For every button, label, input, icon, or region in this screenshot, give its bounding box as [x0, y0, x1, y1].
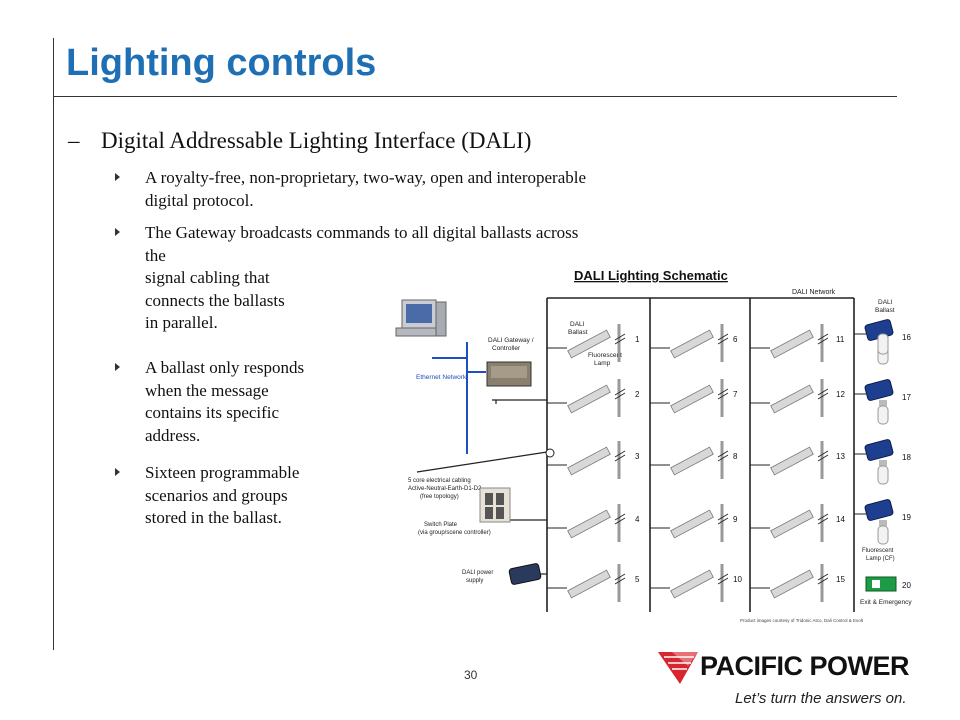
sub-bullet-2: The Gateway broadcasts commands to all d…	[115, 222, 578, 335]
schematic-title: DALI Lighting Schematic	[574, 268, 728, 283]
right-ballast-label-2: Ballast	[875, 307, 895, 314]
sub-bullet-4: Sixteen programmable scenarios and group…	[115, 462, 299, 530]
dali-schematic: DALI Lighting Schematic DALI Network Eth…	[395, 268, 912, 623]
exit-sign-icon	[865, 576, 897, 592]
fixture-number: 14	[836, 515, 845, 524]
ballast-fixture	[750, 441, 829, 479]
cf-ballast-icon	[854, 439, 894, 485]
ballast-fixture	[547, 564, 626, 602]
cabling-label-3: (free topology)	[420, 494, 459, 500]
ballast-fixture	[547, 324, 626, 362]
cf-label-2: Lamp (CF)	[866, 556, 895, 562]
fluorescent-label-1: Fluorescent	[588, 352, 622, 359]
fixture-number: 3	[635, 452, 640, 461]
arrow-bullet-icon	[115, 363, 120, 371]
title-underline	[53, 96, 897, 97]
cf-ballast-icon	[854, 499, 894, 545]
ballast-fixture	[750, 379, 829, 417]
main-bullet-text: Digital Addressable Lighting Interface (…	[101, 128, 532, 153]
arrow-bullet-icon	[115, 228, 120, 236]
ballast-label-1: DALI	[570, 321, 585, 328]
ballast-fixture	[650, 564, 729, 602]
arrow-bullet-icon	[115, 173, 120, 181]
computer-icon	[395, 299, 447, 337]
exit-label: Exit & Emergency	[860, 599, 912, 606]
left-rule	[53, 38, 54, 650]
dash-bullet-icon: –	[68, 128, 80, 153]
ballast-fixture	[547, 379, 626, 417]
fixture-number: 15	[836, 575, 845, 584]
page-number: 30	[464, 668, 478, 682]
switch-plate-icon	[479, 487, 511, 523]
fixture-number: 4	[635, 515, 640, 524]
ballast-fixture	[650, 379, 729, 417]
cf-lamp-icon	[877, 333, 889, 355]
credit-label: Product images courtesy of Tridonic Atco…	[740, 618, 864, 623]
network-label: DALI Network	[792, 289, 836, 296]
cabling-label-2: Active-Neutral-Earth-D1-D2	[408, 486, 482, 492]
ballast-fixture	[750, 564, 829, 602]
fixture-number: 18	[902, 453, 911, 462]
gateway-label-1: DALI Gateway /	[488, 337, 534, 344]
fixture-number: 8	[733, 452, 738, 461]
fixture-number: 13	[836, 452, 845, 461]
fixture-number: 17	[902, 393, 911, 402]
fixture-number: 16	[902, 333, 911, 342]
fixture-number: 10	[733, 575, 742, 584]
fluorescent-label-2: Lamp	[594, 360, 611, 367]
ballast-fixture	[547, 441, 626, 479]
switch-label-1: Switch Plate	[424, 522, 458, 528]
arrow-bullet-icon	[115, 468, 120, 476]
fixture-number: 6	[733, 335, 738, 344]
sub-bullet-3: A ballast only responds when the message…	[115, 357, 304, 447]
fixture-number: 11	[836, 335, 845, 344]
fixture-number: 9	[733, 515, 738, 524]
slide-title: Lighting controls	[66, 42, 377, 84]
fixture-number: 20	[902, 581, 911, 590]
gateway-label-2: Controller	[492, 345, 521, 352]
sub-bullet-1: A royalty-free, non-proprietary, two-way…	[115, 167, 586, 212]
fixture-grid	[547, 319, 894, 602]
ballast-label-2: Ballast	[568, 329, 588, 336]
power-label-1: DALI power	[462, 570, 493, 576]
pacific-power-logo-icon	[658, 652, 698, 684]
ballast-fixture	[650, 504, 729, 542]
fixture-number: 12	[836, 390, 845, 399]
gateway-icon	[486, 361, 532, 387]
fixture-number: 2	[635, 390, 640, 399]
switch-label-2: (via group/scene controller)	[418, 530, 491, 536]
power-label-2: supply	[466, 578, 483, 584]
ballast-fixture	[750, 504, 829, 542]
brand-name: PACIFIC POWER	[700, 651, 910, 681]
brand-tagline: Let’s turn the answers on.	[735, 690, 907, 707]
fixture-number: 7	[733, 390, 738, 399]
ethernet-lines	[432, 342, 486, 454]
ballast-fixture	[750, 324, 829, 362]
cf-label-1: Fluorescent	[862, 548, 894, 554]
ethernet-label: Ethernet Network	[416, 374, 467, 381]
ballast-fixture	[547, 504, 626, 542]
fixture-number: 5	[635, 575, 640, 584]
cable-junction	[545, 448, 555, 458]
cabling-label-1: 5 core electrical cabling	[408, 478, 471, 484]
power-supply-icon	[508, 563, 542, 585]
fixture-number: 1	[635, 335, 640, 344]
fixture-number: 19	[902, 513, 911, 522]
ballast-fixture	[650, 324, 729, 362]
cf-ballast-icon	[854, 379, 894, 425]
right-ballast-label-1: DALI	[878, 299, 893, 306]
ballast-fixture	[650, 441, 729, 479]
